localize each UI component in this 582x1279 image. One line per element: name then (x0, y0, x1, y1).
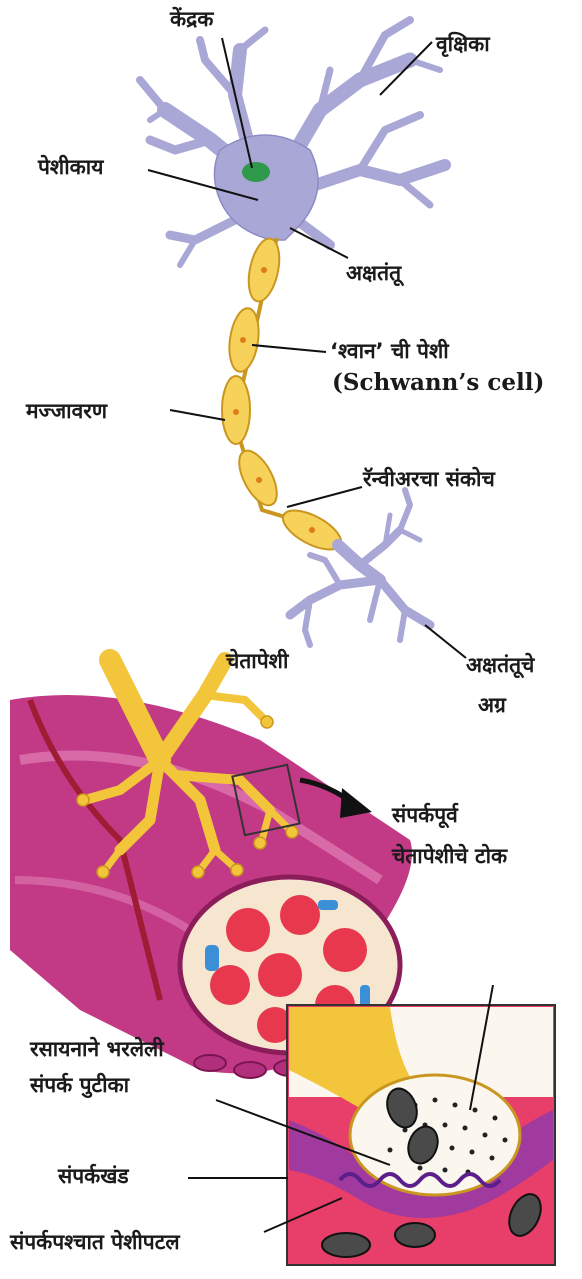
label-schwann-cell: ‘श्वान’ ची पेशी (330, 338, 449, 364)
label-presynaptic-line1: संपर्कपूर्व (392, 802, 458, 828)
label-nerve-cell: चेतापेशी (226, 648, 288, 674)
label-presynaptic-line2: चेतापेशीचे टोक (392, 843, 507, 869)
label-nucleus: केंद्रक (170, 6, 213, 32)
label-postsynaptic-membrane: संपर्कपश्चात पेशीपटल (10, 1229, 180, 1255)
label-vesicle-line2: संपर्क पुटीका (30, 1072, 129, 1098)
schwann-cells (222, 236, 347, 558)
label-synaptic-cleft: संपर्कखंड (58, 1163, 129, 1189)
label-axon-terminal-line2: अग्र (478, 692, 506, 718)
label-axon: अक्षतंतू (346, 260, 401, 286)
label-node-of-ranvier: रॅन्वीअरचा संकोच (363, 466, 495, 492)
label-axon-terminal-line1: अक्षतंतूचे (466, 652, 534, 678)
label-myelin-sheath: मज्जावरण (26, 398, 107, 424)
label-schwann-cell-english: (Schwann’s cell) (332, 370, 544, 396)
label-cell-body: पेशीकाय (38, 154, 103, 180)
label-vesicle-line1: रसायनाने भरलेली (30, 1036, 164, 1062)
nucleus-shape (242, 162, 270, 182)
label-dendrite: वृक्षिका (436, 31, 490, 57)
